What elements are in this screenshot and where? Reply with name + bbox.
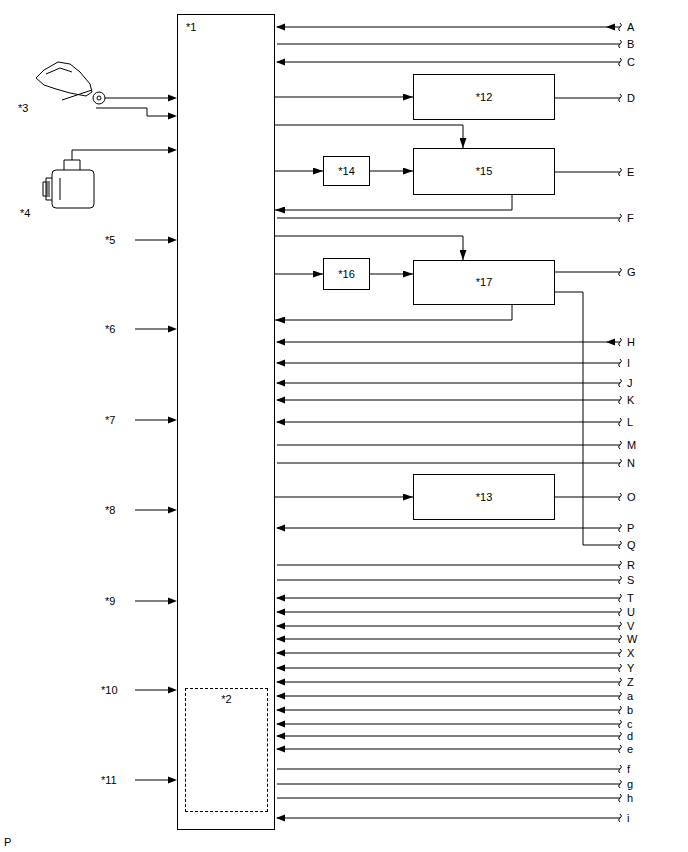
pedal-roller [93, 92, 105, 104]
callout-number: *12 [476, 91, 493, 103]
callout-number: *15 [476, 165, 493, 177]
sensor-symbol [43, 160, 94, 208]
signal-letter: a [627, 691, 633, 702]
signal-letter: D [627, 93, 635, 104]
signal-letter: X [627, 648, 634, 659]
signal-letter: K [627, 395, 634, 406]
signal-letter: R [627, 560, 635, 571]
callout-number: *17 [476, 276, 493, 288]
signal-connector [275, 195, 512, 210]
unit-box: *17 [413, 260, 555, 305]
callout-number: *3 [18, 103, 28, 114]
signal-letter: W [627, 634, 637, 645]
signal-letter: h [627, 793, 633, 804]
input-lines [72, 98, 170, 780]
signal-letter: O [627, 492, 636, 503]
pedal-symbol [36, 62, 92, 100]
signal-letter: Q [627, 540, 636, 551]
signal-connector [370, 274, 413, 275]
signal-connector [275, 171, 323, 172]
signal-letter: c [627, 719, 633, 730]
signal-letter: Z [627, 677, 634, 688]
signal-connector [275, 125, 463, 148]
signal-letter: b [627, 705, 633, 716]
signal-letter: N [627, 458, 635, 469]
control-unit: *2 *1 [177, 14, 275, 830]
signal-letter: F [627, 213, 634, 224]
callout-number: *5 [105, 235, 115, 246]
sub-module: *2 [185, 688, 268, 812]
callout-number: *13 [476, 491, 493, 503]
callout-number: *1 [186, 21, 196, 33]
signal-connector [370, 171, 413, 172]
signal-connector [275, 274, 323, 275]
signal-letter: Y [627, 663, 634, 674]
signal-letter: g [627, 779, 633, 790]
signal-connector [275, 236, 463, 260]
signal-letter: V [627, 621, 634, 632]
signal-letter: P [627, 523, 634, 534]
relay-box: *14 [323, 156, 370, 186]
callout-number: *16 [338, 268, 355, 280]
signal-letter: f [627, 764, 630, 775]
signal-letter: B [627, 39, 634, 50]
signal-letter: T [627, 593, 634, 604]
callout-number: *10 [101, 685, 118, 696]
unit-box: *15 [413, 148, 555, 195]
callout-number: *14 [338, 165, 355, 177]
signal-letter: E [627, 167, 634, 178]
signal-letter: U [627, 607, 635, 618]
callout-number: *11 [101, 775, 117, 786]
signal-letter: S [627, 575, 634, 586]
signal-letter: I [627, 358, 630, 369]
signal-letter: d [627, 731, 633, 742]
pedal-roller-hub [97, 96, 101, 100]
unit-box: *13 [413, 474, 555, 520]
callout-number: *9 [105, 596, 115, 607]
signal-letter: C [627, 57, 635, 68]
signal-lines [277, 23, 622, 822]
signal-connector [275, 97, 413, 98]
signal-letter: i [627, 813, 629, 824]
signal-connector [275, 305, 512, 320]
signal-letter: M [627, 440, 636, 451]
signal-letter: A [627, 22, 634, 33]
relay-box: *16 [323, 258, 370, 290]
signal-letter: J [627, 378, 633, 389]
callout-number: *6 [105, 324, 115, 335]
unit-box: *12 [413, 74, 555, 120]
signal-connector [275, 497, 413, 498]
signal-letter: H [627, 337, 635, 348]
callout-number: *7 [105, 415, 115, 426]
callout-number: *4 [20, 208, 30, 219]
signal-letter: L [627, 417, 633, 428]
callout-number: *2 [221, 693, 231, 705]
sheet-letter: P [4, 837, 11, 848]
arrow-heads [168, 24, 615, 822]
signal-letter: e [627, 744, 633, 755]
callout-number: *8 [105, 505, 115, 516]
signal-letter: G [627, 267, 636, 278]
